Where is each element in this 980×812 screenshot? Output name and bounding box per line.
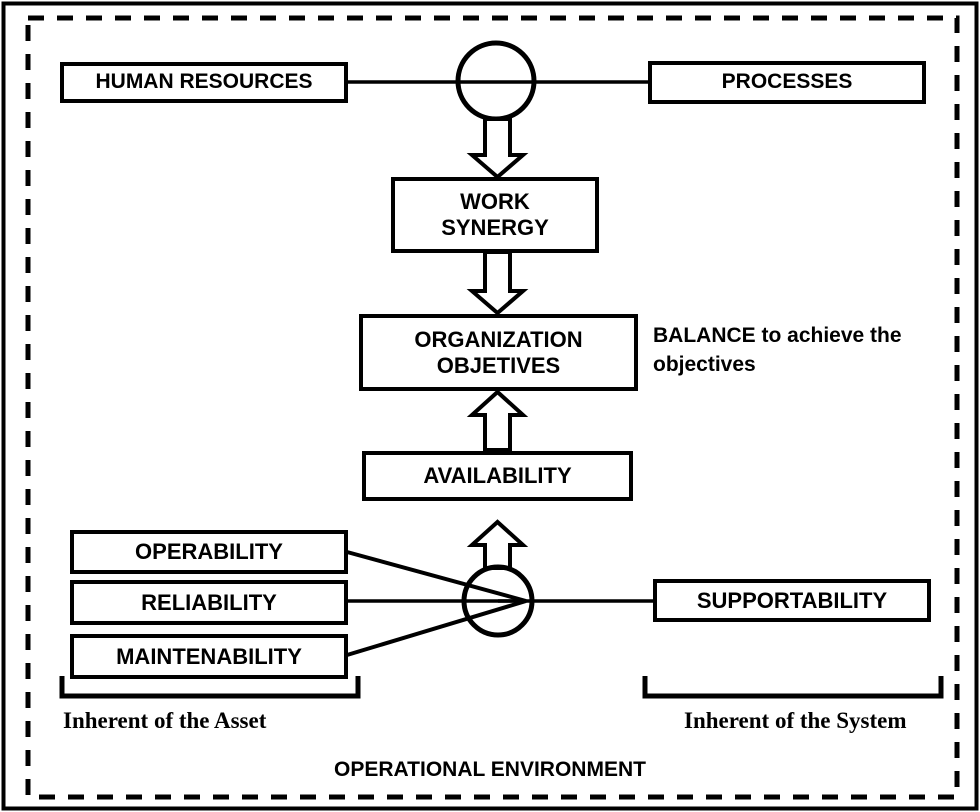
availability-box[interactable]: [362, 451, 633, 501]
arrow-down-to-work-synergy-icon: [466, 117, 529, 180]
line-operability-to-junction: [346, 550, 527, 603]
reliability-box[interactable]: [70, 580, 348, 625]
operability-box[interactable]: [70, 530, 348, 574]
balance-note-line-2: objectives: [653, 353, 756, 376]
summing-junction-bottom-icon: [461, 564, 535, 638]
balance-note-line-1: BALANCE to achieve the: [653, 324, 902, 347]
bracket-inherent-of-the-asset: [59, 676, 361, 699]
supportability-box[interactable]: [653, 579, 931, 622]
processes-box[interactable]: [648, 61, 926, 104]
work-synergy-box[interactable]: [391, 177, 599, 253]
human-resources-box[interactable]: [60, 62, 348, 103]
inherent-of-the-asset-label: Inherent of the Asset: [63, 708, 267, 733]
line-maintainability-to-junction: [346, 599, 527, 657]
operational-environment-frame: [25, 15, 960, 800]
organization-objectives-box[interactable]: [359, 314, 638, 391]
arrow-down-to-organization-objectives-icon: [466, 250, 529, 316]
inherent-of-the-system-label: Inherent of the System: [684, 708, 907, 733]
maintainability-box[interactable]: [70, 634, 348, 679]
arrow-up-to-availability-icon: [466, 519, 529, 570]
operational-environment-label: OPERATIONAL ENVIRONMENT: [334, 758, 646, 781]
bracket-inherent-of-the-system: [642, 676, 944, 699]
arrow-up-to-organization-objectives-icon: [466, 389, 529, 452]
